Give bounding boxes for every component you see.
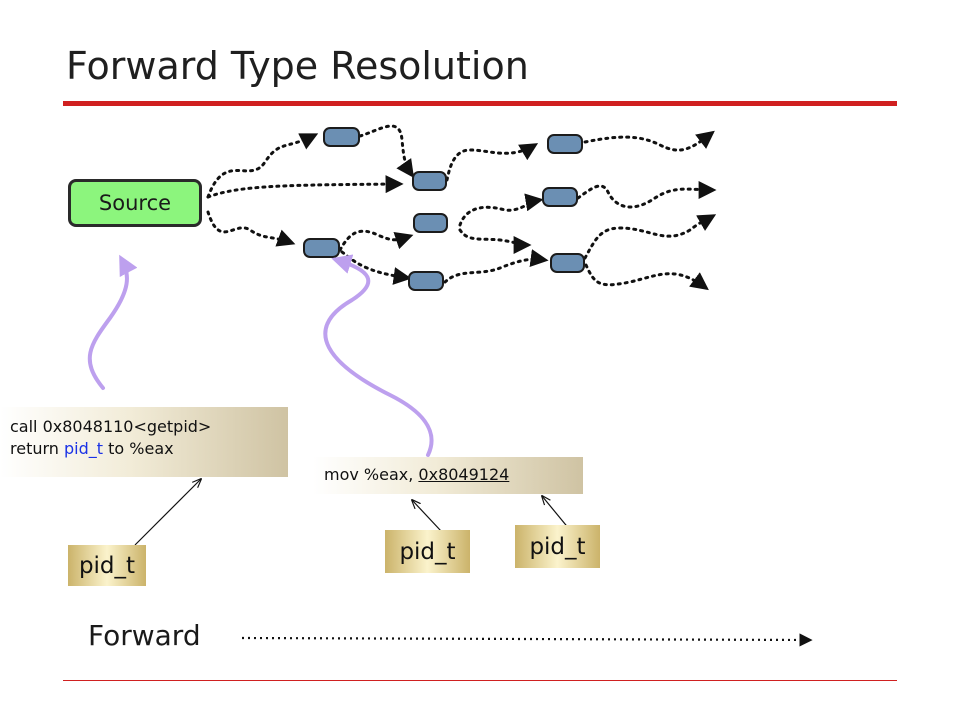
code-line: return pid_t to %eax [10, 438, 288, 460]
flow-path [576, 180, 717, 209]
instruction-node [412, 171, 447, 191]
flow-path [458, 228, 532, 254]
flow-path [338, 229, 414, 252]
resolution-arrow [323, 254, 434, 457]
instruction-node [323, 127, 360, 147]
instruction-node [303, 238, 340, 258]
code-text: mov %eax, [324, 465, 419, 484]
code-text: to %eax [103, 439, 174, 458]
instruction-node [408, 271, 444, 291]
type-tag: pid_t [68, 545, 146, 586]
flow-path [583, 214, 717, 260]
footer-rule [63, 680, 897, 681]
flow-path [445, 143, 539, 182]
instruction-node [550, 253, 585, 273]
call-instruction-box: call 0x8048110<getpid> return pid_t to %… [0, 407, 288, 477]
instruction-node [547, 134, 583, 154]
instruction-nodes [303, 127, 585, 291]
pointer-arrow [134, 479, 201, 546]
flow-path [443, 249, 549, 284]
page-title: Forward Type Resolution [66, 44, 529, 88]
title-underline [63, 101, 897, 106]
type-tag: pid_t [515, 525, 600, 568]
flow-path [583, 130, 715, 152]
pointer-arrows [134, 479, 571, 546]
flow-path [206, 175, 404, 199]
code-text: return [10, 439, 65, 458]
forward-arrow [241, 633, 813, 647]
code-line: call 0x8048110<getpid> [10, 417, 212, 436]
resolution-arrow [87, 254, 138, 390]
dataflow-paths [206, 124, 717, 291]
instruction-node [413, 213, 448, 233]
type-highlight: pid_t [64, 439, 104, 458]
flow-path [458, 193, 544, 227]
flow-path [206, 210, 296, 247]
type-tag: pid_t [385, 530, 470, 573]
mov-instruction-box: mov %eax, 0x8049124 [313, 457, 583, 494]
memory-address: 0x8049124 [418, 465, 510, 484]
pointer-arrow [542, 496, 571, 531]
direction-label: Forward [88, 619, 201, 652]
resolution-arrows [87, 254, 434, 457]
flow-path [206, 133, 319, 199]
instruction-node [542, 187, 578, 207]
flow-path [358, 124, 415, 178]
pointer-arrow [412, 500, 442, 532]
source-node: Source [68, 179, 202, 227]
flow-path [584, 263, 709, 291]
